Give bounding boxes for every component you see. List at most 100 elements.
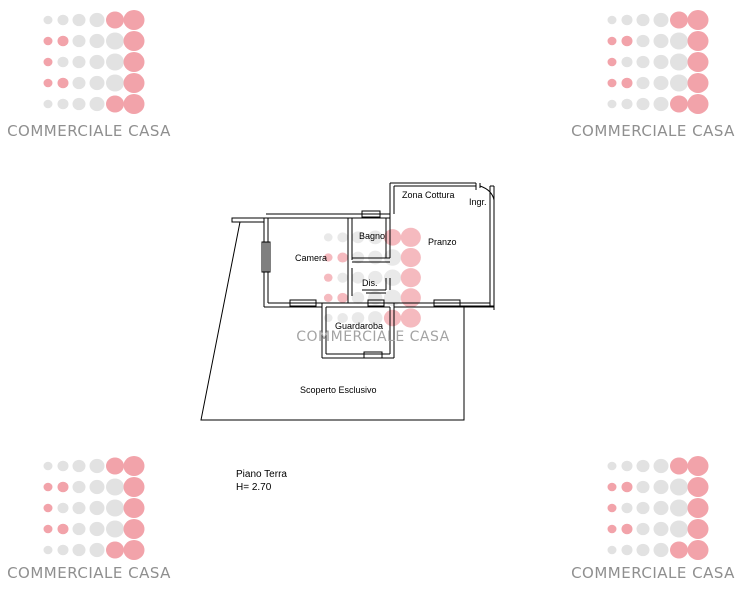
logo-dot bbox=[123, 94, 145, 114]
logo-dot bbox=[653, 500, 669, 516]
logo-dot bbox=[123, 73, 145, 93]
logo-dot bbox=[123, 477, 145, 497]
logo-dots-icon bbox=[607, 10, 709, 114]
logo-dot bbox=[57, 502, 69, 514]
room-labels: Zona Cottura Ingr. Bagno Pranzo Camera D… bbox=[295, 190, 487, 395]
logo-dot bbox=[57, 77, 69, 89]
logo-dot bbox=[351, 312, 365, 324]
logo-dot bbox=[43, 503, 53, 513]
floor-plan: Zona Cottura Ingr. Bagno Pranzo Camera D… bbox=[200, 182, 495, 421]
logo-brand-text: COMMERCIALE CASA bbox=[7, 564, 171, 582]
logo-dot bbox=[621, 523, 633, 535]
logo-dot bbox=[89, 96, 105, 112]
logo-dot bbox=[337, 232, 348, 243]
logo-dot bbox=[368, 270, 383, 285]
plan-walls bbox=[200, 182, 495, 421]
logo-dot bbox=[400, 288, 421, 308]
room-label-zona-cottura: Zona Cottura bbox=[402, 190, 455, 200]
logo-dot bbox=[607, 545, 617, 555]
logo-dot bbox=[670, 541, 688, 559]
room-label-pranzo: Pranzo bbox=[428, 237, 457, 247]
logo-dot bbox=[351, 291, 365, 304]
room-label-guardaroba: Guardaroba bbox=[335, 321, 383, 331]
logo-brand-text: COMMERCIALE CASA bbox=[7, 122, 171, 140]
logo-dot bbox=[687, 73, 709, 93]
logo-dot bbox=[636, 55, 650, 69]
logo-dot bbox=[670, 520, 688, 538]
logo-dot bbox=[43, 545, 53, 555]
logo-dot bbox=[72, 55, 86, 69]
logo-dot bbox=[323, 313, 333, 323]
logo-dot bbox=[687, 519, 709, 539]
logo-dot bbox=[400, 268, 421, 288]
logo-dot bbox=[383, 289, 402, 307]
logo-dot bbox=[383, 309, 402, 327]
logo-dot bbox=[123, 540, 145, 560]
logo-dot bbox=[72, 97, 86, 111]
logo-dot bbox=[687, 52, 709, 72]
watermark-logo-bottom-right: COMMERCIALE CASA bbox=[568, 450, 738, 600]
logo-dot bbox=[106, 95, 124, 113]
logo-dot bbox=[607, 482, 617, 492]
logo-dot bbox=[607, 57, 617, 67]
logo-dot bbox=[43, 15, 53, 25]
logo-dot bbox=[106, 74, 124, 92]
logo-dot bbox=[57, 14, 69, 26]
logo-dot bbox=[368, 291, 383, 305]
logo-dot bbox=[636, 480, 650, 494]
floor-height: H= 2.70 bbox=[236, 482, 272, 493]
logo-dots-icon bbox=[43, 456, 145, 560]
logo-dot bbox=[621, 460, 633, 472]
logo-dot bbox=[106, 499, 124, 517]
logo-dot bbox=[670, 499, 688, 517]
logo-dot bbox=[43, 524, 53, 534]
logo-dot bbox=[607, 524, 617, 534]
logo-dot bbox=[653, 75, 669, 91]
logo-dot bbox=[670, 74, 688, 92]
logo-dot bbox=[106, 478, 124, 496]
logo-dot bbox=[368, 230, 383, 245]
logo-dot bbox=[323, 293, 333, 302]
logo-dot bbox=[89, 33, 105, 49]
watermark-logo-top-right: COMMERCIALE CASA bbox=[568, 4, 738, 154]
logo-dot bbox=[89, 458, 105, 474]
logo-dot bbox=[670, 95, 688, 113]
logo-dot bbox=[337, 292, 348, 303]
logo-dot bbox=[89, 521, 105, 537]
logo-dot bbox=[123, 519, 145, 539]
logo-dot bbox=[687, 10, 709, 30]
logo-dot bbox=[123, 31, 145, 51]
logo-dot bbox=[323, 233, 333, 242]
logo-dot bbox=[57, 460, 69, 472]
logo-dot bbox=[123, 10, 145, 30]
logo-dot bbox=[636, 522, 650, 536]
room-label-bagno: Bagno bbox=[359, 231, 385, 241]
logo-dot bbox=[43, 99, 53, 109]
logo-dot bbox=[636, 13, 650, 27]
logo-dot bbox=[337, 312, 348, 324]
logo-dot bbox=[57, 544, 69, 556]
logo-dot bbox=[636, 76, 650, 90]
watermark-logo-bottom-left: COMMERCIALE CASA bbox=[4, 450, 174, 600]
logo-dot bbox=[89, 542, 105, 558]
logo-dot bbox=[89, 54, 105, 70]
logo-dot bbox=[653, 521, 669, 537]
logo-dot bbox=[670, 32, 688, 50]
logo-dot bbox=[43, 57, 53, 67]
logo-dot bbox=[607, 15, 617, 25]
logo-dot bbox=[72, 459, 86, 473]
logo-dot bbox=[653, 542, 669, 558]
logo-dots-icon bbox=[43, 10, 145, 114]
logo-dot bbox=[636, 501, 650, 515]
logo-dot bbox=[123, 456, 145, 476]
logo-dot bbox=[72, 501, 86, 515]
logo-dot bbox=[43, 461, 53, 471]
logo-dot bbox=[621, 56, 633, 68]
logo-dot bbox=[653, 54, 669, 70]
logo-dots-icon bbox=[607, 456, 709, 560]
logo-dot bbox=[687, 31, 709, 51]
logo-dot bbox=[337, 272, 348, 283]
logo-dot bbox=[89, 75, 105, 91]
logo-dot bbox=[400, 227, 421, 247]
room-label-camera: Camera bbox=[295, 253, 327, 263]
